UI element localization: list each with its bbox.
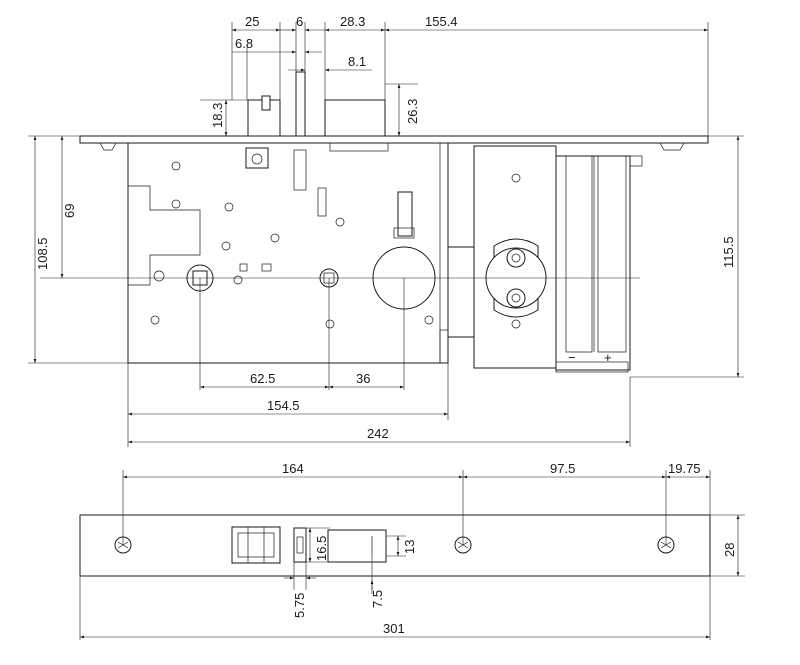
dim-25: 25 <box>245 14 259 29</box>
dim-6: 6 <box>296 14 303 29</box>
dim-8-1: 8.1 <box>348 54 366 69</box>
dim-16-5: 16.5 <box>314 536 329 561</box>
latch-housing <box>245 147 269 169</box>
aux-bolt-opening <box>293 527 307 563</box>
dim-154-5: 154.5 <box>267 398 300 413</box>
deadbolt <box>324 99 386 137</box>
deadbolt-guide <box>329 142 389 152</box>
auxiliary-bolt <box>295 71 306 137</box>
dim-155-4: 155.4 <box>425 14 458 29</box>
lever-slot <box>317 187 327 217</box>
dim-69: 69 <box>62 204 77 218</box>
cylinder-mount <box>447 246 477 338</box>
faceplate-edge <box>79 135 709 144</box>
dim-26-3: 26.3 <box>405 99 420 124</box>
case-tab <box>439 329 449 364</box>
case-plate-outline <box>128 185 201 286</box>
dim-164: 164 <box>282 461 304 476</box>
dim-28: 28 <box>722 543 737 557</box>
latch-tip <box>261 95 271 111</box>
dim-36: 36 <box>356 371 370 386</box>
dim-18-3: 18.3 <box>210 103 225 128</box>
dim-242: 242 <box>367 426 389 441</box>
faceplate-tab-left <box>85 142 117 151</box>
deadbolt-opening <box>327 529 387 563</box>
dim-301: 301 <box>383 621 405 636</box>
latch-opening <box>231 526 281 564</box>
battery-compartment <box>555 155 631 371</box>
dim-6-8: 6.8 <box>235 36 253 51</box>
lock-side-view: − + 25 6 28.3 155.4 6.8 8.1 18.3 <box>28 14 744 447</box>
dim-7-5: 7.5 <box>370 590 385 608</box>
dim-97-5: 97.5 <box>550 461 575 476</box>
dim-28-3: 28.3 <box>340 14 365 29</box>
dim-13: 13 <box>402 540 417 554</box>
cam-arm <box>397 191 413 237</box>
dim-62-5: 62.5 <box>250 371 275 386</box>
dim-108-5: 108.5 <box>35 237 50 270</box>
dim-19-75: 19.75 <box>668 461 701 476</box>
plus-symbol: + <box>604 350 612 365</box>
faceplate <box>79 514 711 577</box>
slider <box>293 149 307 191</box>
dim-115-5: 115.5 <box>721 236 736 268</box>
dim-5-75: 5.75 <box>292 593 307 618</box>
faceplate-tab-right <box>659 142 700 151</box>
faceplate-front-view: 164 97.5 19.75 28 16.5 13 5.75 7.5 301 <box>79 461 745 640</box>
minus-symbol: − <box>568 350 576 365</box>
